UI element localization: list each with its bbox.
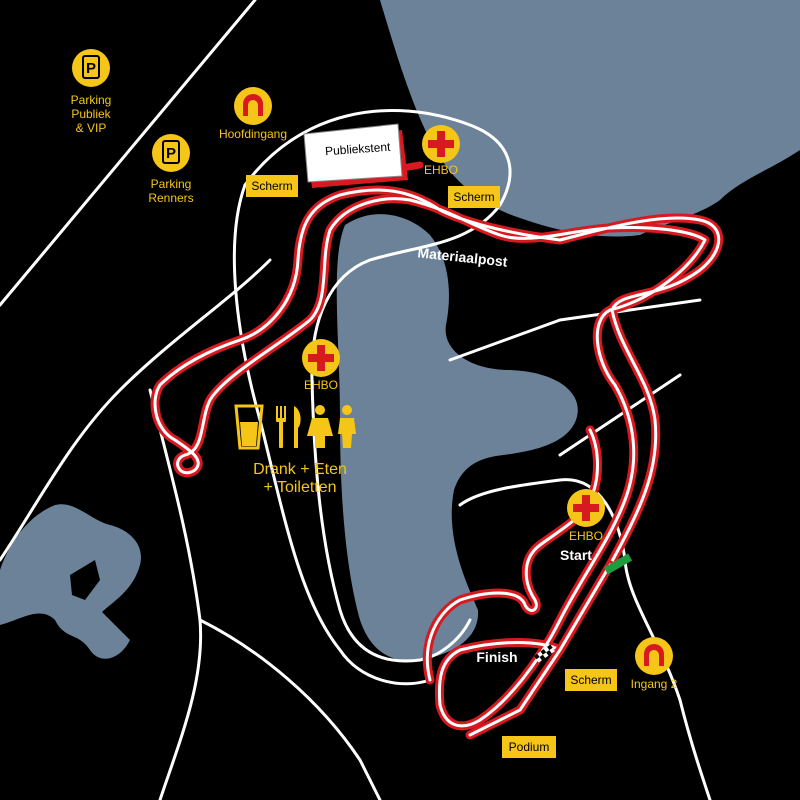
arch-icon xyxy=(635,637,673,675)
screen-tag-3-label: Scherm xyxy=(570,673,611,687)
public-tent-label: Publiekstent xyxy=(325,140,392,159)
race-course xyxy=(150,161,724,740)
water-bodies xyxy=(0,0,800,661)
parking-public: P Parking Publiek & VIP xyxy=(71,49,112,135)
cutlery-icon xyxy=(276,406,301,448)
food-drinks-line-1: Drank + Eten xyxy=(253,461,347,478)
food-drinks-line-2: + Toiletten xyxy=(263,479,336,496)
lake-southwest xyxy=(0,504,141,659)
svg-text:P: P xyxy=(166,145,176,162)
finish-label: Finish xyxy=(476,649,517,665)
finish-flag-icon xyxy=(534,644,555,663)
parking-public-line-1: Parking xyxy=(71,93,112,107)
parking-riders-line-1: Parking xyxy=(151,177,192,191)
public-tent: Publiekstent xyxy=(303,123,408,188)
road-diagonal-west xyxy=(0,258,272,562)
first-aid-south: EHBO xyxy=(567,489,605,543)
screen-tag-2: Scherm xyxy=(448,186,500,208)
start-label: Start xyxy=(560,547,592,563)
path-east-1 xyxy=(448,298,702,362)
svg-text:P: P xyxy=(86,60,96,77)
first-aid-south-label: EHBO xyxy=(569,529,603,543)
path-southwest-branch xyxy=(198,618,382,800)
screen-tag-1: Scherm xyxy=(246,175,298,197)
lake-southwest-inlet xyxy=(70,560,100,600)
parking-public-icon xyxy=(72,49,110,87)
parking-public-line-3: & VIP xyxy=(76,121,107,135)
road-diagonal-north xyxy=(0,0,257,307)
main-entrance: Hoofdingang xyxy=(219,87,287,141)
start-line xyxy=(603,553,633,575)
screen-tag-1-label: Scherm xyxy=(251,179,292,193)
screen-tag-3: Scherm xyxy=(565,669,617,691)
parking-riders-icon xyxy=(152,134,190,172)
first-aid-middle-label: EHBO xyxy=(304,378,338,392)
lake-central xyxy=(336,214,578,661)
paths xyxy=(0,0,712,800)
course-finish-straight-inner xyxy=(468,563,612,737)
people-icon xyxy=(307,405,356,448)
path-main-loop xyxy=(243,109,512,663)
screen-tag-2-label: Scherm xyxy=(453,190,494,204)
arch-icon xyxy=(234,87,272,125)
podium-label: Podium xyxy=(509,740,550,754)
first-aid-top-label: EHBO xyxy=(424,163,458,177)
main-entrance-label: Hoofdingang xyxy=(219,127,287,141)
food-drinks-area: Drank + Eten + Toiletten xyxy=(234,404,356,496)
lake-north xyxy=(380,0,800,237)
first-aid-top: EHBO xyxy=(422,125,460,177)
parking-riders-line-2: Renners xyxy=(148,191,193,205)
parking-riders: P Parking Renners xyxy=(148,134,194,205)
first-aid-middle: EHBO xyxy=(302,339,340,392)
entrance-2: Ingang 2 xyxy=(631,637,678,691)
parking-public-line-2: Publiek xyxy=(71,107,111,121)
path-east-2 xyxy=(558,373,682,457)
path-west-loop xyxy=(232,183,432,686)
course-inner xyxy=(153,188,721,728)
glass-icon xyxy=(234,404,264,450)
entrance-2-label: Ingang 2 xyxy=(631,677,678,691)
podium-tag: Podium xyxy=(502,736,556,758)
